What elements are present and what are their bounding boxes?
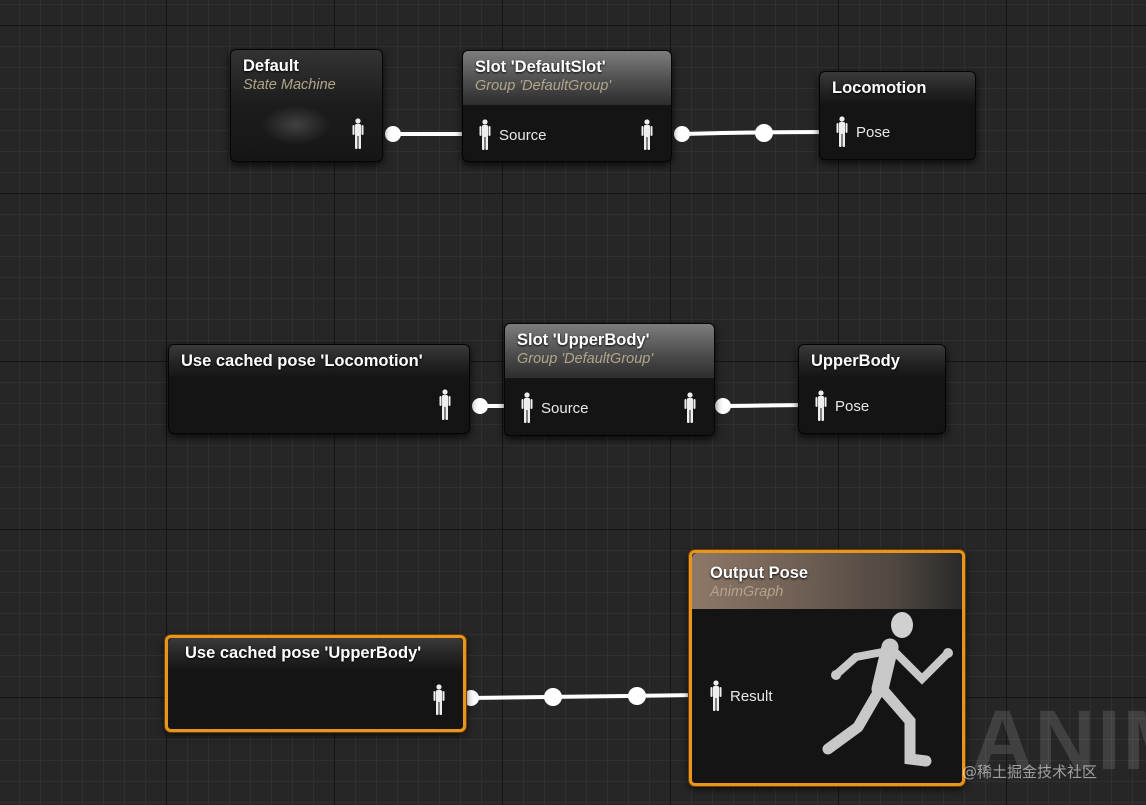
watermark-caption: @稀土掘金技术社区: [962, 763, 1098, 781]
wire-slot-to-upperbody: [721, 403, 810, 408]
node-default-state-machine[interactable]: Default State Machine: [230, 49, 383, 162]
node-header: Use cached pose 'Locomotion': [169, 345, 469, 377]
mannequin-icon: [822, 612, 953, 767]
node-use-cached-pose-locomotion[interactable]: Use cached pose 'Locomotion': [168, 344, 470, 434]
node-title: UpperBody: [811, 352, 900, 370]
node-subtitle: State Machine: [243, 77, 336, 93]
node-header: Locomotion: [820, 72, 975, 104]
node-subtitle: AnimGraph: [710, 584, 784, 600]
wire-knot: [472, 398, 488, 414]
node-use-cached-pose-upperbody[interactable]: Use cached pose 'UpperBody': [165, 635, 466, 732]
input-source-pin[interactable]: Source: [521, 392, 589, 424]
reroute-node: [544, 688, 562, 706]
pin-label: Pose: [835, 397, 870, 415]
output-pose-pin[interactable]: [439, 389, 451, 421]
node-locomotion-cache[interactable]: Locomotion Pose: [819, 71, 976, 160]
output-pose-pin[interactable]: [684, 392, 696, 424]
person-figure-icon: [479, 119, 491, 150]
node-title: Slot 'UpperBody': [517, 331, 650, 349]
person-figure-icon: [521, 392, 533, 423]
node-upperbody-cache[interactable]: UpperBody Pose: [798, 344, 946, 434]
node-title: Slot 'DefaultSlot': [475, 58, 606, 76]
pin-label: Pose: [856, 123, 891, 141]
input-source-pin[interactable]: Source: [479, 119, 547, 151]
pin-label: Source: [499, 126, 547, 144]
node-title: Locomotion: [832, 79, 927, 97]
person-figure-icon: [815, 390, 827, 421]
node-header: Use cached pose 'UpperBody': [168, 638, 463, 670]
node-header: Slot 'UpperBody' Group 'DefaultGroup': [505, 324, 714, 378]
node-header: Output Pose AnimGraph: [692, 553, 962, 609]
watermark-text: ANIM: [972, 693, 1146, 787]
wire-cached-to-output: [468, 693, 702, 700]
wire-knot: [674, 126, 690, 142]
input-result-pin[interactable]: Result: [710, 680, 773, 712]
reroute-node: [755, 124, 773, 142]
node-output-pose[interactable]: Output Pose AnimGraph Result: [689, 550, 965, 786]
node-header: Slot 'DefaultSlot' Group 'DefaultGroup': [463, 51, 671, 105]
output-pose-pin[interactable]: [352, 118, 364, 150]
node-title: Default: [243, 57, 299, 75]
person-figure-icon: [433, 684, 445, 715]
person-figure-icon: [439, 389, 451, 420]
output-pose-pin[interactable]: [433, 684, 445, 716]
wire-knot: [385, 126, 401, 142]
node-title: Use cached pose 'UpperBody': [185, 644, 422, 662]
person-figure-icon: [710, 680, 722, 711]
node-subtitle: Group 'DefaultGroup': [475, 78, 612, 94]
person-figure-icon: [352, 118, 364, 149]
output-pose-pin[interactable]: [641, 119, 653, 151]
person-figure-icon: [641, 119, 653, 150]
wire-slot-to-locomotion: [680, 130, 832, 136]
reroute-node: [628, 687, 646, 705]
node-header: UpperBody: [799, 345, 945, 377]
pin-label: Result: [730, 687, 773, 705]
input-pose-pin[interactable]: Pose: [836, 116, 890, 148]
node-slot-defaultslot[interactable]: Slot 'DefaultSlot' Group 'DefaultGroup' …: [462, 50, 672, 162]
node-title: Output Pose: [710, 564, 809, 582]
person-figure-icon: [684, 392, 696, 423]
wire-knot: [715, 398, 731, 414]
preview-blur: [261, 105, 331, 145]
person-figure-icon: [836, 116, 848, 147]
pin-label: Source: [541, 399, 589, 417]
input-pose-pin[interactable]: Pose: [815, 390, 869, 422]
node-slot-upperbody[interactable]: Slot 'UpperBody' Group 'DefaultGroup' So…: [504, 323, 715, 436]
node-subtitle: Group 'DefaultGroup': [517, 351, 654, 367]
node-title: Use cached pose 'Locomotion': [181, 352, 423, 370]
